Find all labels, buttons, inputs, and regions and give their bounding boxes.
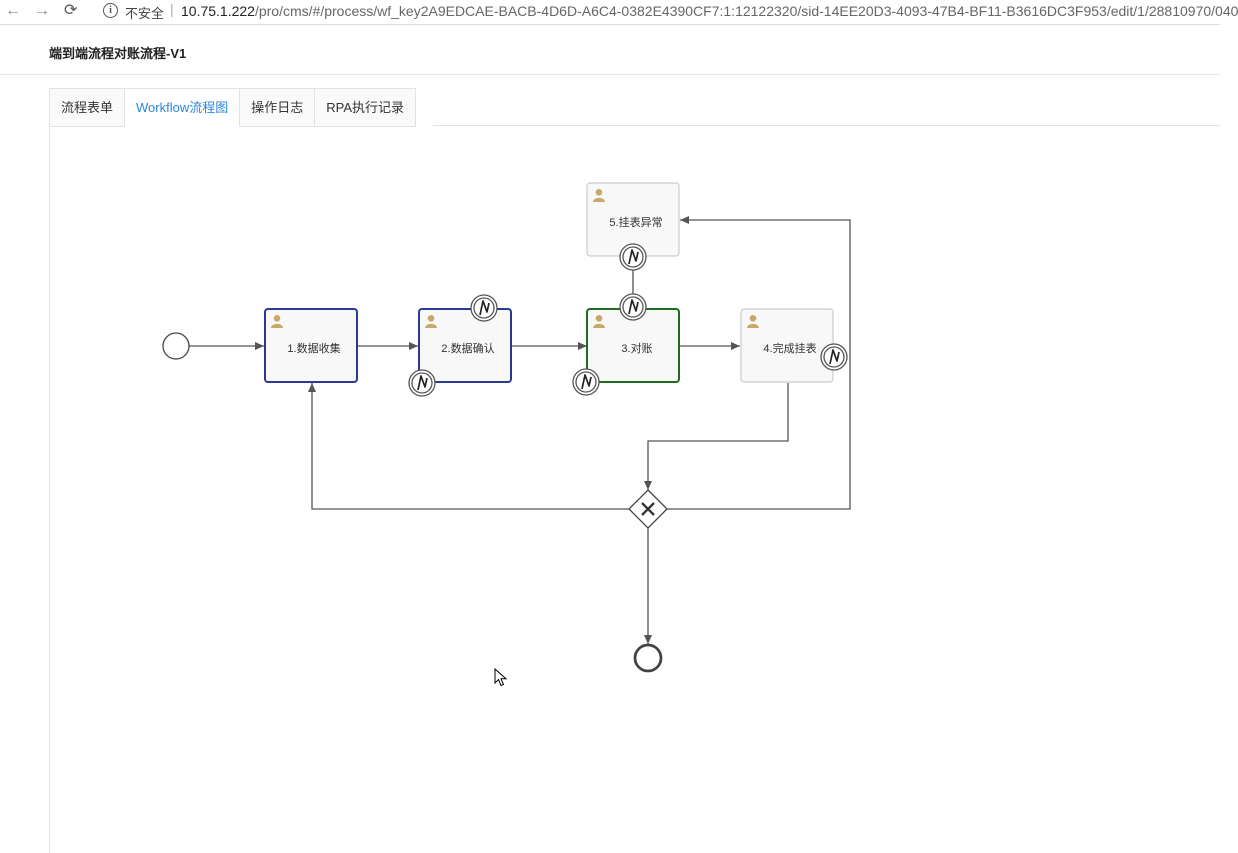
- task-label: 2.数据确认: [441, 341, 494, 355]
- tab-rpa-records[interactable]: RPA执行记录: [315, 88, 417, 127]
- flow-gateway-to-task5: [667, 216, 851, 510]
- tab-workflow-diagram[interactable]: Workflow流程图: [125, 88, 241, 127]
- task-label: 1.数据收集: [287, 341, 340, 355]
- tab-operation-log[interactable]: 操作日志: [240, 88, 316, 127]
- url-host: 10.75.1.222: [181, 3, 255, 19]
- tab-bar: 流程表单 Workflow流程图 操作日志 RPA执行记录: [49, 88, 417, 127]
- forward-arrow-icon[interactable]: →: [34, 2, 50, 19]
- info-icon[interactable]: i: [103, 3, 118, 18]
- flow-task4-to-gateway: [644, 383, 789, 490]
- flow-gateway-to-task1: [308, 383, 629, 510]
- task-data-collection[interactable]: 1.数据收集: [264, 308, 358, 383]
- x-icon: [641, 502, 655, 516]
- security-label[interactable]: 不安全: [125, 6, 165, 21]
- task-data-confirmation[interactable]: 2.数据确认: [418, 308, 512, 383]
- task-posting-exception[interactable]: 5.挂表异常: [586, 182, 680, 257]
- tab-content-border: [433, 125, 1220, 126]
- mouse-cursor-icon: [494, 667, 508, 687]
- task-complete-posting[interactable]: 4.完成挂表: [740, 308, 834, 383]
- header-divider: [0, 74, 1220, 75]
- timer-event-icon[interactable]: [408, 369, 436, 397]
- timer-event-icon[interactable]: [619, 243, 647, 271]
- timer-event-icon[interactable]: [572, 368, 600, 396]
- url-field[interactable]: 10.75.1.222/pro/cms/#/process/wf_key2A9E…: [181, 3, 1238, 19]
- timer-event-icon[interactable]: [820, 343, 848, 371]
- timer-event-icon[interactable]: [470, 294, 498, 322]
- task-label: 5.挂表异常: [609, 215, 662, 229]
- task-label: 4.完成挂表: [763, 341, 816, 355]
- back-arrow-icon[interactable]: ←: [5, 2, 21, 19]
- tab-process-form[interactable]: 流程表单: [49, 88, 126, 127]
- page-title: 端到端流程对账流程-V1: [49, 46, 187, 61]
- browser-address-bar: ← → ⟳ i 不安全 | 10.75.1.222/pro/cms/#/proc…: [0, 0, 1238, 25]
- task-label: 3.对账: [621, 341, 652, 355]
- end-event[interactable]: [633, 643, 663, 673]
- url-separator: |: [170, 1, 174, 17]
- start-event[interactable]: [162, 332, 190, 360]
- reload-icon[interactable]: ⟳: [64, 2, 78, 19]
- exclusive-gateway[interactable]: [628, 489, 668, 529]
- tab-content-border-left: [49, 125, 50, 853]
- timer-event-icon[interactable]: [619, 293, 647, 321]
- url-path: /pro/cms/#/process/wf_key2A9EDCAE-BACB-4…: [254, 3, 1238, 19]
